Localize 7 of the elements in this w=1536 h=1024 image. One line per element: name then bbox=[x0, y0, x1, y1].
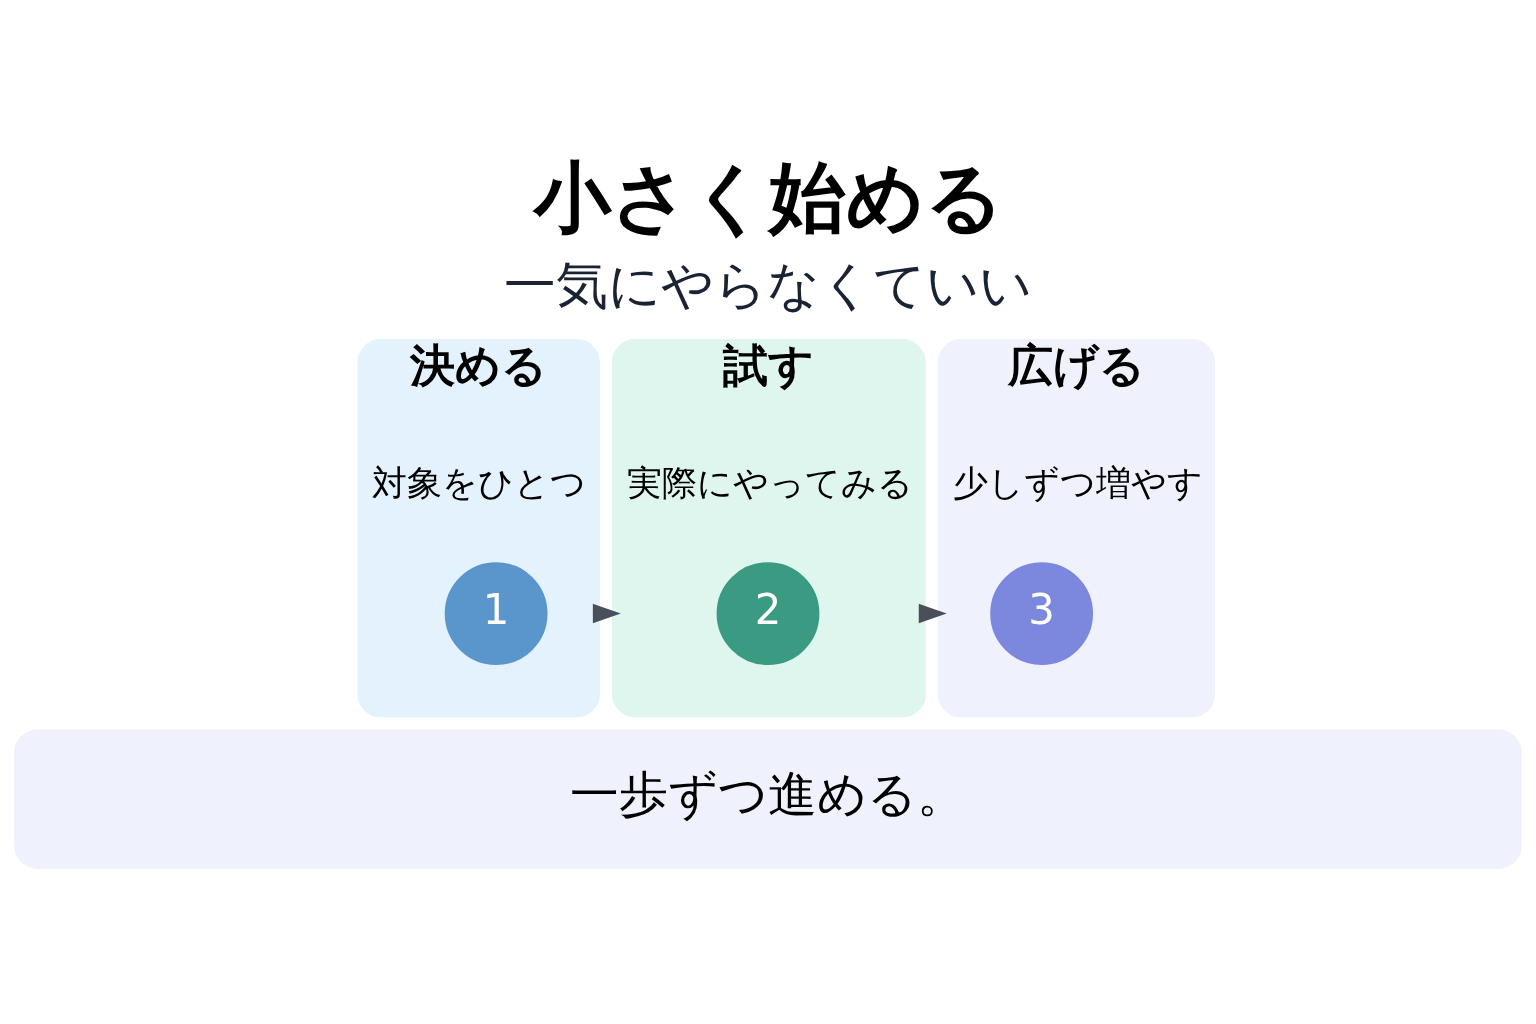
diagram-title: 小さく始める bbox=[533, 152, 1004, 242]
arrow bbox=[918, 603, 947, 623]
label: 一気にやらなくていい bbox=[504, 253, 1032, 315]
node-circle: 3 bbox=[990, 561, 1094, 665]
arrow bbox=[592, 603, 621, 623]
node-circle: 2 bbox=[716, 561, 820, 665]
node-circle: 1 bbox=[444, 561, 548, 665]
